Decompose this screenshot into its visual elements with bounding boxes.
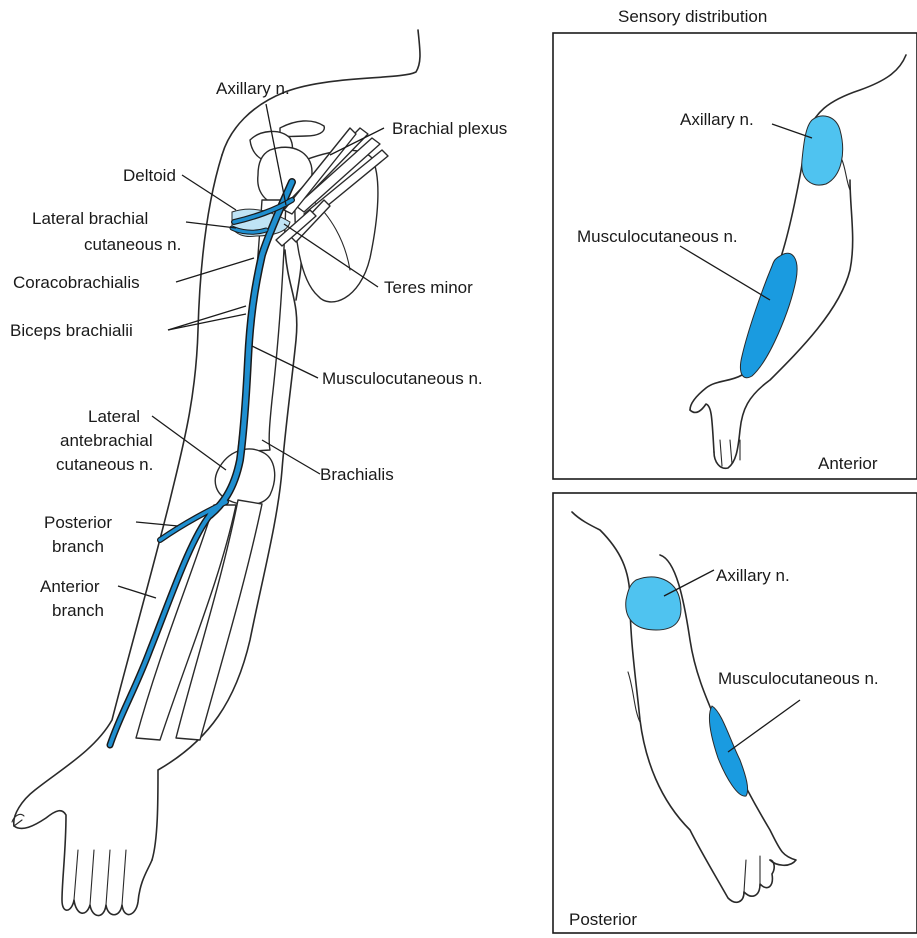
label-lateral-antebrachial-3: cutaneous n. — [56, 455, 153, 474]
posterior-panel: Axillary n. Musculocutaneous n. Posterio… — [553, 493, 917, 933]
label-axillary-n: Axillary n. — [216, 79, 290, 98]
label-teres-minor: Teres minor — [384, 278, 473, 297]
posterior-view-label: Posterior — [569, 910, 637, 929]
label-deltoid: Deltoid — [123, 166, 176, 185]
label-brachialis: Brachialis — [320, 465, 394, 484]
label-lateral-antebrachial-2: antebrachial — [60, 431, 153, 450]
posterior-axillary-zone — [626, 577, 681, 630]
posterior-axillary-label: Axillary n. — [716, 566, 790, 585]
main-arm-illustration: Axillary n. Brachial plexus Deltoid Late… — [10, 30, 507, 916]
label-lateral-antebrachial-1: Lateral — [88, 407, 140, 426]
label-brachial-plexus: Brachial plexus — [392, 119, 507, 138]
anterior-panel: Axillary n. Musculocutaneous n. Anterior — [553, 33, 917, 479]
label-coracobrachialis: Coracobrachialis — [13, 273, 140, 292]
label-musculocutaneous-n: Musculocutaneous n. — [322, 369, 483, 388]
label-anterior-branch-1: Anterior — [40, 577, 100, 596]
sensory-distribution-title: Sensory distribution — [618, 7, 767, 26]
label-lateral-brachial-2: cutaneous n. — [84, 235, 181, 254]
label-biceps-brachialii: Biceps brachialii — [10, 321, 133, 340]
label-posterior-branch-2: branch — [52, 537, 104, 556]
label-anterior-branch-2: branch — [52, 601, 104, 620]
anterior-musculocutaneous-label: Musculocutaneous n. — [577, 227, 738, 246]
anterior-axillary-zone — [802, 116, 843, 185]
posterior-musculocutaneous-label: Musculocutaneous n. — [718, 669, 879, 688]
label-lateral-brachial-1: Lateral brachial — [32, 209, 148, 228]
anterior-axillary-label: Axillary n. — [680, 110, 754, 129]
hand — [14, 811, 152, 916]
label-posterior-branch-1: Posterior — [44, 513, 112, 532]
anterior-view-label: Anterior — [818, 454, 878, 473]
